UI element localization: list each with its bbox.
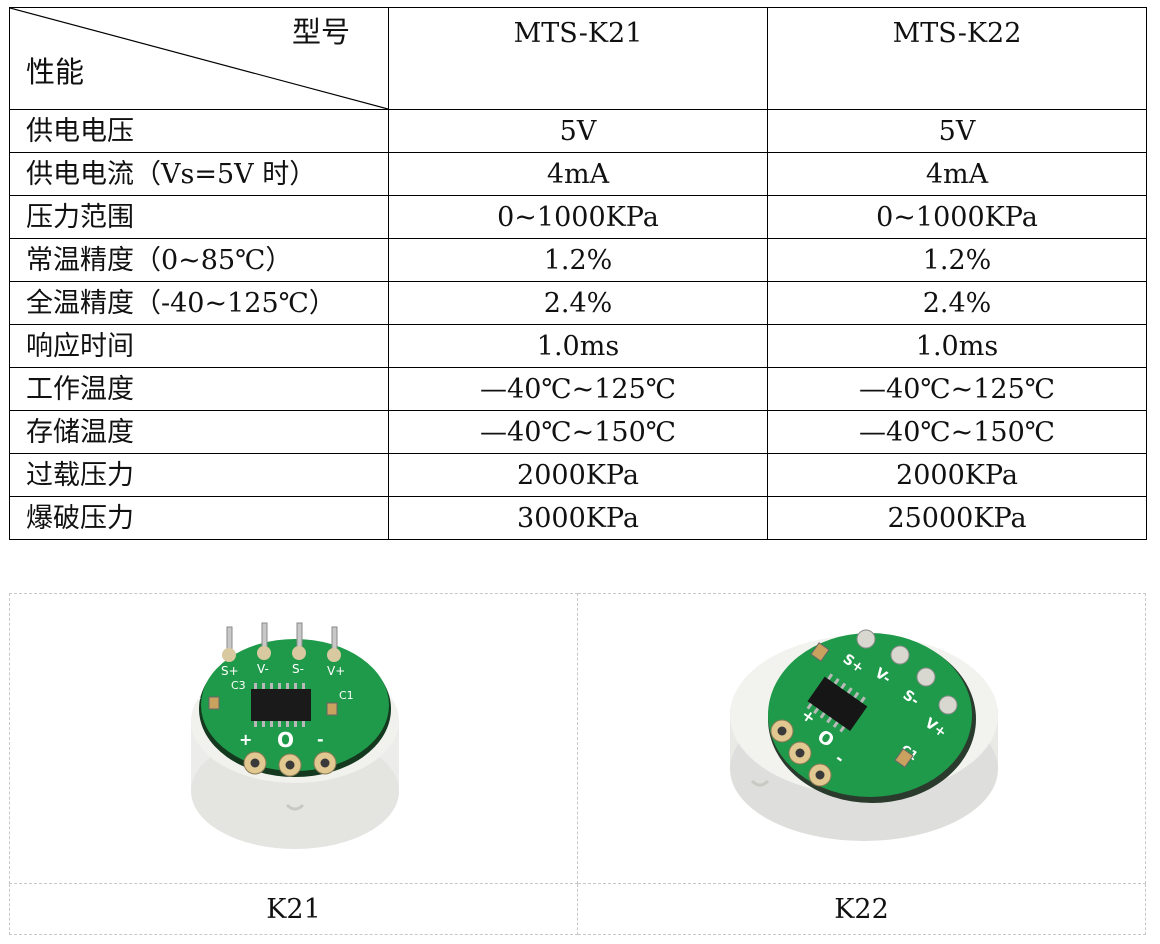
spec-value-k22: 1.2% [767, 238, 1147, 282]
spec-row: 工作温度—40℃~125℃—40℃~125℃ [9, 367, 1147, 411]
k21-pin-label: S+ [221, 664, 239, 678]
photo-cell-k21: S+ V- S- V+ C3 C2 C1 [9, 593, 578, 884]
caption-k22: K22 [577, 883, 1146, 935]
spec-value-k22: —40℃~150℃ [767, 410, 1147, 454]
spec-value-k21: 3000KPa [388, 496, 768, 540]
spec-label: 爆破压力 [9, 496, 389, 540]
model-header-k21: MTS-K21 [388, 7, 768, 110]
spec-label: 存储温度 [9, 410, 389, 454]
spec-label: 压力范围 [9, 195, 389, 239]
k21-pin-label: S- [292, 662, 304, 676]
k21-component-label: C2 [187, 689, 202, 702]
spec-value-k22: 4mA [767, 152, 1147, 196]
k22-pin-label: V- [871, 665, 893, 687]
spec-value-k22: 0~1000KPa [767, 195, 1147, 239]
spec-value-k21: 2.4% [388, 281, 768, 325]
spec-value-k22: —40℃~125℃ [767, 367, 1147, 411]
spec-label: 响应时间 [9, 324, 389, 368]
photo-table: S+ V- S- V+ C3 C2 C1 [9, 593, 1146, 935]
spec-label: 供电电流（Vs=5V 时） [9, 152, 389, 196]
corner-header-cell: 型号 性能 [9, 7, 389, 110]
spec-value-k22: 2000KPa [767, 453, 1147, 497]
k21-pad-label: + [239, 730, 252, 749]
spec-value-k21: —40℃~125℃ [388, 367, 768, 411]
k21-chip [250, 682, 311, 727]
spec-value-k21: 4mA [388, 152, 768, 196]
spec-value-k22: 5V [767, 109, 1147, 153]
k21-component-label: C3 [231, 679, 246, 692]
photo-cell-k22: S+ V- S- V+ C1 [577, 593, 1146, 884]
k21-pin-label: V- [257, 662, 269, 676]
caption-k21: K21 [9, 883, 578, 935]
caption-row: K21 K22 [9, 883, 1146, 935]
spec-label: 常温精度（0~85℃） [9, 238, 389, 282]
header-row: 型号 性能 MTS-K21 MTS-K22 [9, 7, 1147, 110]
spec-value-k21: 1.2% [388, 238, 768, 282]
corner-label-performance: 性能 [26, 55, 85, 89]
k21-component-label: C1 [339, 689, 354, 702]
k22-pin-label: S- [899, 687, 921, 709]
spec-value-k22: 25000KPa [767, 496, 1147, 540]
spec-row: 常温精度（0~85℃）1.2%1.2% [9, 238, 1147, 282]
spec-value-k21: —40℃~150℃ [388, 410, 768, 454]
spec-value-k22: 1.0ms [767, 324, 1147, 368]
spec-value-k21: 1.0ms [388, 324, 768, 368]
spec-row: 存储温度—40℃~150℃—40℃~150℃ [9, 410, 1147, 454]
spec-value-k21: 0~1000KPa [388, 195, 768, 239]
spec-label: 全温精度（-40~125℃） [9, 281, 389, 325]
k21-pad-label: - [317, 730, 324, 749]
model-header-k22: MTS-K22 [767, 7, 1147, 110]
spec-label: 工作温度 [9, 367, 389, 411]
spec-value-k21: 5V [388, 109, 768, 153]
sensor-k21-image: S+ V- S- V+ C3 C2 C1 [187, 622, 399, 849]
photo-grid: S+ V- S- V+ C3 C2 C1 [9, 593, 1146, 935]
diagonal-divider [10, 8, 388, 109]
k21-pin-label: V+ [327, 664, 345, 678]
photo-row: S+ V- S- V+ C3 C2 C1 [9, 593, 1146, 884]
corner-label-model: 型号 [291, 15, 350, 49]
spec-label: 过载压力 [9, 453, 389, 497]
spec-label: 供电电压 [9, 109, 389, 153]
sensor-k22-image: S+ V- S- V+ C1 [729, 629, 998, 841]
k21-pad-label: O [277, 728, 294, 752]
spec-value-k22: 2.4% [767, 281, 1147, 325]
spec-row: 全温精度（-40~125℃）2.4%2.4% [9, 281, 1147, 325]
spec-value-k21: 2000KPa [388, 453, 768, 497]
k22-chip [806, 672, 867, 732]
